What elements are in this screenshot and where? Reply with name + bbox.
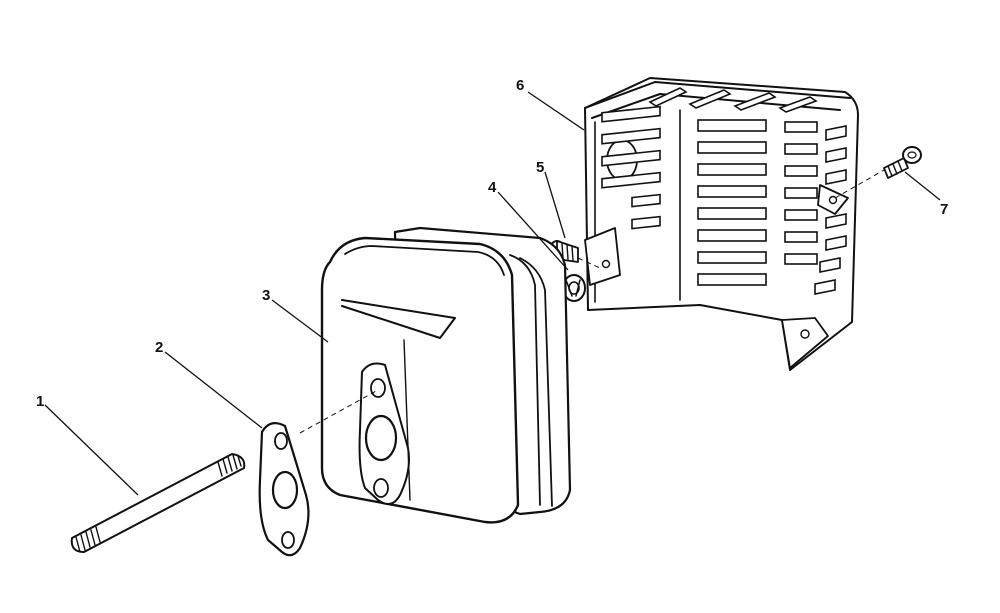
stud (70, 453, 246, 553)
callout-5: 5 (536, 159, 544, 176)
muffler-guard (584, 77, 859, 371)
callout-1: 1 (36, 393, 44, 410)
leader-lines (44, 91, 941, 496)
screw-right (883, 146, 922, 179)
gasket (258, 421, 310, 557)
callout-3: 3 (262, 287, 270, 304)
assembly-lines (299, 169, 885, 434)
callout-6: 6 (516, 77, 524, 94)
callout-7: 7 (940, 201, 948, 218)
callout-4: 4 (488, 179, 497, 196)
muffler (320, 226, 572, 524)
callout-2: 2 (155, 339, 163, 356)
